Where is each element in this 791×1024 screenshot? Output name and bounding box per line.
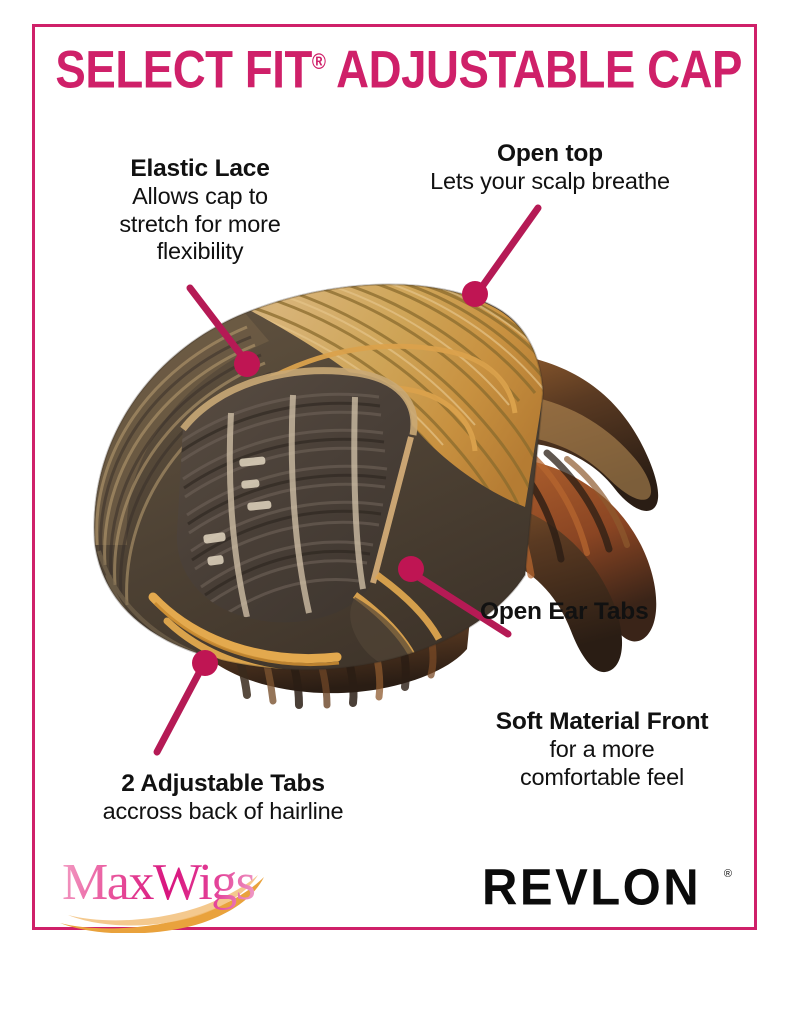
callout-adjustable-tabs-heading: 2 Adjustable Tabs bbox=[121, 770, 325, 797]
page-title-suffix: ADJUSTABLE CAP bbox=[325, 40, 743, 100]
revlon-logo-text: REVLON bbox=[482, 859, 702, 917]
wig-cap-body bbox=[94, 284, 543, 670]
callout-adjustable-tabs: 2 Adjustable Tabs accross back of hairli… bbox=[48, 770, 398, 826]
revlon-logo[interactable]: REVLON ® bbox=[482, 859, 732, 917]
callout-open-top-line-1: Lets your scalp breathe bbox=[430, 168, 670, 194]
callout-elastic-lace-heading: Elastic Lace bbox=[130, 155, 270, 182]
callout-soft-material-front-line-2: comfortable feel bbox=[520, 763, 684, 790]
callout-elastic-lace-line-3: flexibility bbox=[156, 238, 244, 264]
callout-soft-material-front-line-1: for a more bbox=[549, 736, 655, 762]
wig-cap-illustration bbox=[93, 283, 659, 709]
maxwigs-swoosh-icon bbox=[60, 875, 264, 933]
callout-elastic-lace: Elastic Lace Allows cap to stretch for m… bbox=[60, 155, 340, 266]
callout-open-ear-tabs: Open Ear Tabs bbox=[480, 598, 740, 626]
page-title-main: SELECT FIT bbox=[55, 40, 312, 100]
maxwigs-logo-text: MaxWigs bbox=[62, 854, 256, 911]
registered-trademark-icon: ® bbox=[311, 49, 326, 74]
callout-open-top-heading: Open top bbox=[497, 140, 603, 167]
page-title: SELECT FIT® ADJUSTABLE CAP bbox=[55, 34, 742, 100]
callout-elastic-lace-line-2: stretch for more bbox=[119, 210, 281, 237]
callout-soft-material-front: Soft Material Front for a more comfortab… bbox=[452, 708, 752, 791]
callout-open-top: Open top Lets your scalp breathe bbox=[380, 140, 720, 196]
callout-soft-material-front-heading: Soft Material Front bbox=[495, 708, 709, 735]
maxwigs-logo[interactable]: MaxWigs bbox=[60, 854, 272, 933]
revlon-registered-icon: ® bbox=[723, 868, 732, 880]
callout-adjustable-tabs-line-1: accross back of hairline bbox=[102, 798, 344, 824]
callout-elastic-lace-line-1: Allows cap to bbox=[132, 183, 268, 209]
callout-open-ear-tabs-heading: Open Ear Tabs bbox=[480, 598, 649, 625]
